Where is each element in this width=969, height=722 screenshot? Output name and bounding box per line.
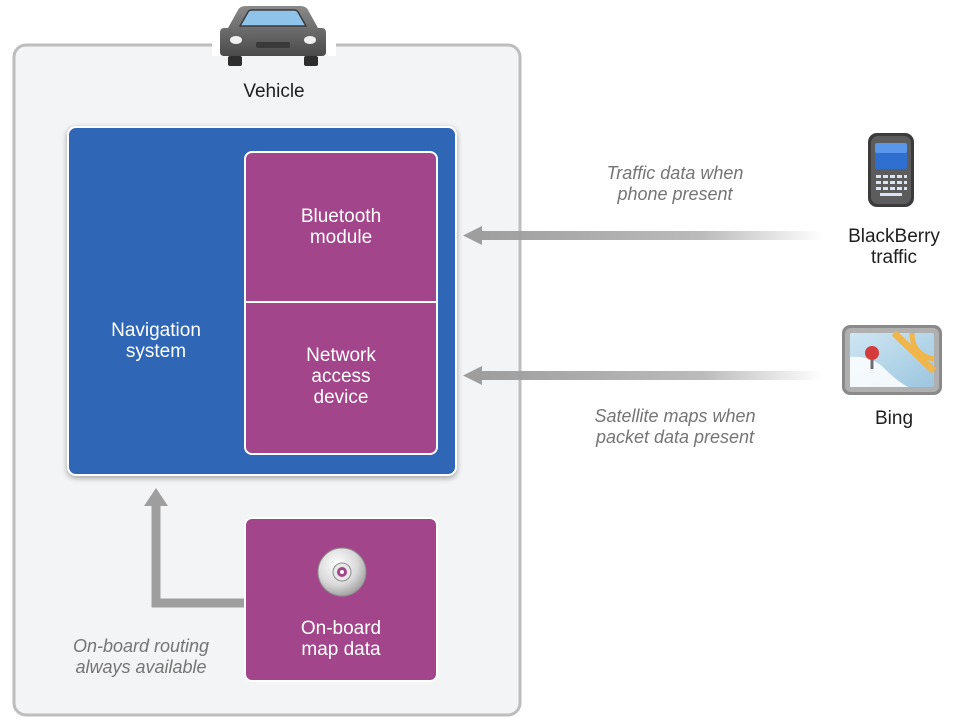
vehicle-label: Vehicle: [243, 81, 305, 102]
network-access-device-label: Network access device: [306, 345, 376, 408]
traffic-arrow: [463, 226, 823, 245]
disc-icon: [317, 547, 367, 597]
onboard-routing-note: On-board routing always available: [72, 636, 210, 677]
bing-label: Bing: [874, 408, 914, 429]
onboard-map-data-label: On-board map data: [300, 618, 382, 660]
satellite-arrow: [463, 366, 823, 385]
traffic-data-note: Traffic data when phone present: [606, 163, 744, 204]
onboard-map-data-box: [244, 517, 438, 682]
network-access-device-box: [244, 301, 438, 455]
car-icon: [220, 6, 326, 66]
navigation-system-label: Navigation system: [111, 320, 201, 362]
bluetooth-module-box: [244, 151, 438, 303]
smartphone-icon: [868, 133, 914, 207]
bluetooth-module-label: Bluetooth module: [300, 206, 382, 248]
satellite-maps-note: Satellite maps when packet data present: [594, 406, 756, 447]
map-screen-icon: [842, 325, 942, 395]
routing-arrow: [144, 488, 244, 608]
blackberry-traffic-label: BlackBerry traffic: [848, 226, 940, 268]
